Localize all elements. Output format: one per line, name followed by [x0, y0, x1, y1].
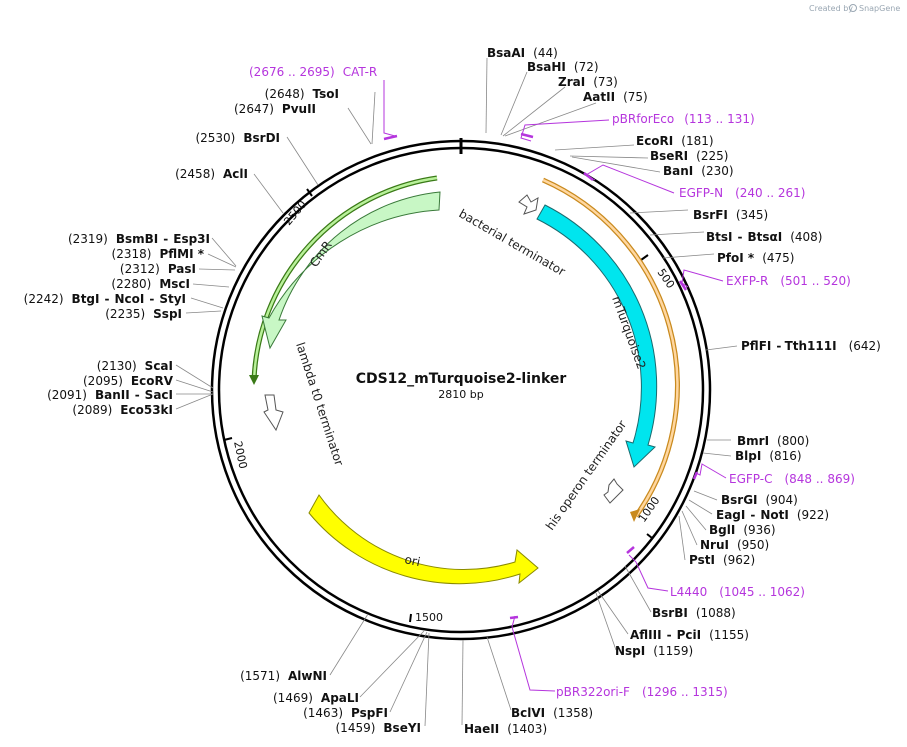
site-banii: (2091)BanII-SacI [47, 388, 173, 402]
credit-brand: SnapGene [859, 4, 900, 13]
site-ecorv: (2095)EcoRV [83, 374, 174, 388]
site-bsrbi: BsrBI(1088) [652, 606, 736, 620]
site-blpi: BlpI(816) [735, 449, 802, 463]
site-pflmi: (2318)PflMI * [112, 247, 205, 261]
site-aatii: AatII(75) [583, 90, 648, 104]
site-sspi: (2235)SspI [105, 307, 182, 321]
leader-lines [175, 57, 738, 727]
site-bgli: BglI(936) [709, 523, 776, 537]
site-psti: PstI(962) [689, 553, 755, 567]
site-bani: BanI(230) [663, 164, 734, 178]
site-pfoi: PfoI *(475) [717, 251, 794, 265]
tick-2500-mark [306, 188, 313, 197]
site-btgi: (2242)BtgI-NcoI-StyI [24, 292, 186, 306]
snapgene-credit: Created by SnapGene [809, 4, 900, 13]
primer-marks [383, 132, 699, 620]
ruler: 500 1000 1500 2000 2500 [223, 188, 678, 624]
right-sites: BsaAI(44) BsaHI(72) ZraI(73) AatII(75) E… [464, 46, 881, 736]
bacterial-terminator-arrow [518, 194, 539, 215]
site-eagi: EagI-NotI(922) [716, 508, 829, 522]
ori-label: ori [403, 552, 421, 569]
plasmid-name: CDS12_mTurquoise2-linker [356, 371, 567, 387]
site-bsrfi: BsrFI(345) [693, 208, 768, 222]
site-scai: (2130)ScaI [97, 359, 173, 373]
site-bseri: BseRI(225) [650, 149, 728, 163]
tick-2000: 2000 [231, 440, 250, 470]
primer-pbr322ori-f: pBR322ori-F(1296 .. 1315) [556, 685, 728, 699]
site-tsoi: (2648)TsoI [265, 87, 339, 101]
orange-feature-arrowhead [630, 509, 640, 522]
site-afliii: AflIII-PciI(1155) [630, 628, 749, 642]
site-pflfi: PflFI-Tth111I(642) [741, 339, 881, 353]
site-zrai: ZraI(73) [558, 75, 618, 89]
green-feature-arrowhead [249, 375, 259, 385]
tick-2000-mark [223, 437, 233, 441]
credit-prefix: Created by [809, 4, 853, 13]
site-eco53ki: (2089)Eco53kI [72, 403, 173, 417]
orange-feature-arc-inner [542, 178, 679, 517]
primer-cat-r: (2676 .. 2695)CAT-R [249, 65, 377, 79]
lambda-t0-terminator-arrow [263, 394, 284, 432]
site-pspfi: (1463)PspFI [303, 706, 388, 720]
site-bsmbi: (2319)BsmBI-Esp3I [68, 232, 210, 246]
primer-l4440: L4440(1045 .. 1062) [670, 585, 805, 599]
tick-500-mark [640, 254, 649, 261]
site-nrui: NruI(950) [700, 538, 769, 552]
plasmid-size: 2810 bp [438, 388, 483, 401]
site-acli: (2458)AclI [175, 167, 248, 181]
ori-arrow [308, 494, 539, 585]
site-bclvi: BclVI(1358) [511, 706, 593, 720]
primer-egfp-n: EGFP-N(240 .. 261) [679, 186, 806, 200]
site-bsahi: BsaHI(72) [527, 60, 599, 74]
site-btsi: BtsI-BtsαI(408) [706, 230, 823, 244]
site-pasi: (2312)PasI [120, 262, 196, 276]
tick-500: 500 [655, 266, 678, 291]
primer-pbrforeco: pBRforEco(113 .. 131) [612, 112, 755, 126]
left-sites: (2648)TsoI (2647)PvuII (2530)BsrDI (2458… [24, 87, 421, 735]
tick-1000-mark [646, 533, 653, 539]
site-bseyi: (1459)BseYI [336, 721, 422, 735]
site-nspi: NspI(1159) [615, 644, 693, 658]
his-operon-terminator-arrow [603, 478, 624, 504]
mturquoise2-arrow [536, 204, 658, 468]
backbone [210, 138, 712, 641]
primer-leaders [383, 80, 727, 692]
site-bsrdi: (2530)BsrDI [195, 131, 280, 145]
features [249, 175, 680, 585]
lambda-t0-terminator-label: lambda t0 terminator [293, 341, 346, 468]
his-operon-terminator-label: his operon terminator [543, 418, 629, 533]
site-alwni: (1571)AlwNI [240, 669, 327, 683]
primer-labels: (2676 .. 2695)CAT-R pBRforEco(113 .. 131… [249, 65, 855, 699]
site-bmri: BmrI(800) [737, 434, 809, 448]
site-msci: (2280)MscI [111, 277, 190, 291]
site-ecori: EcoRI(181) [636, 134, 714, 148]
primer-exfp-r: EXFP-R(501 .. 520) [726, 274, 851, 288]
site-bsrgi: BsrGI(904) [721, 493, 798, 507]
tick-1500-mark [409, 613, 412, 623]
site-haeii: HaeII(1403) [464, 722, 547, 736]
site-apali: (1469)ApaLI [273, 691, 359, 705]
tick-1500: 1500 [415, 611, 443, 624]
site-pvuii: (2647)PvuII [234, 102, 316, 116]
cmr-arrow [261, 191, 441, 350]
snapgene-logo-icon [849, 4, 857, 12]
green-feature-arc-inner [252, 176, 438, 381]
primer-egfp-c: EGFP-C(848 .. 869) [729, 472, 855, 486]
site-bsaai: BsaAI(44) [487, 46, 558, 60]
